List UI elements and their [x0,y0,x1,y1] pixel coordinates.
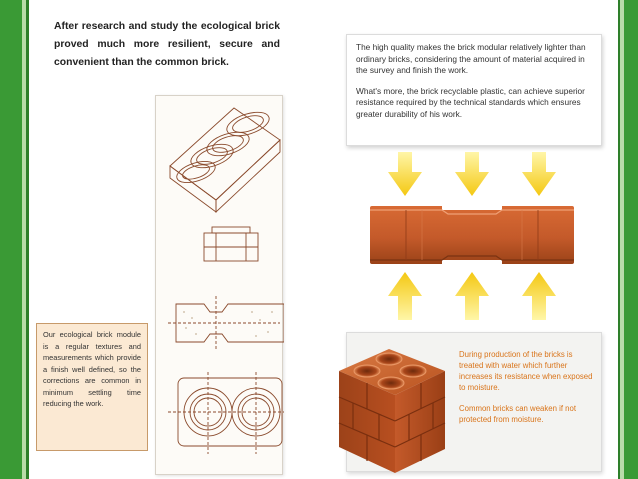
arrow-down-icon [522,152,556,196]
moisture-paragraph-2: Common bricks can weaken if not protecte… [459,404,577,424]
arrow-down-icon [388,152,422,196]
brick-section-drawing [168,296,284,350]
brick-drawings-panel [155,95,284,475]
brick-end-view-drawing [203,226,259,262]
right-green-stripe [624,0,638,479]
left-info-note: Our ecological brick module is a regular… [36,323,148,451]
section-hatch [183,311,273,337]
moisture-text: During production of the bricks is treat… [459,349,593,425]
arrow-up-icon [522,272,556,320]
arrow-up-icon [455,272,489,320]
compression-diagram [370,152,574,320]
brick-holes [353,352,427,390]
arrow-up-icon [388,272,422,320]
strength-text-panel: The high quality makes the brick modular… [346,34,602,146]
slide-headline: After research and study the ecological … [54,21,280,68]
downward-force-arrows [388,152,556,196]
isometric-brick-drawing [169,107,281,214]
brick-top-view-drawing [168,372,284,454]
left-light-stripe [22,0,26,479]
strength-paragraph-2: What's more, the brick recyclable plasti… [356,85,585,119]
left-dark-stripe [26,0,29,479]
arrow-down-icon [455,152,489,196]
left-green-stripe [0,0,22,479]
upward-force-arrows [388,272,556,320]
brick-line-drawings [168,107,284,454]
right-light-stripe [620,0,624,479]
right-dark-stripe [618,0,620,479]
moisture-paragraph-1: During production of the bricks is treat… [459,350,593,392]
brick-side-view [370,202,574,268]
stacked-bricks-illustration [338,349,446,473]
strength-paragraph-1: The high quality makes the brick modular… [356,42,586,76]
